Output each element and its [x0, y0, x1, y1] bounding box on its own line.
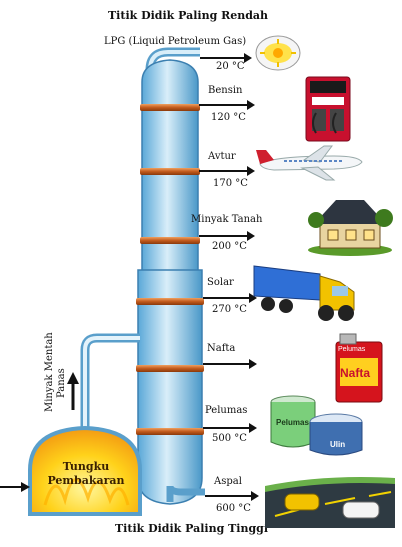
lower-column	[137, 269, 203, 505]
product-temp-bensin: 120 °C	[211, 112, 246, 123]
tin-right-text: Ulin	[330, 440, 346, 449]
hot-crude-label-line1: Minyak Mentah	[44, 332, 55, 412]
gas-flame-icon	[255, 35, 301, 71]
tin-left-text: Pelumas	[276, 418, 309, 427]
flange	[136, 298, 204, 305]
furnace	[28, 425, 142, 516]
product-temp-pelumas: 500 °C	[212, 433, 247, 444]
flange	[136, 365, 204, 372]
top-title: Titik Didik Paling Rendah	[108, 9, 269, 22]
output-arrow-pelumas	[203, 423, 257, 433]
output-arrow-avtur	[199, 166, 255, 176]
output-arrow-solar	[203, 293, 257, 303]
product-temp-avtur: 170 °C	[213, 178, 248, 189]
nafta-can-icon: Pelumas Nafta	[334, 332, 384, 404]
fuel-pump-icon	[305, 76, 351, 142]
nafta-can-top-text: Pelumas	[338, 346, 366, 353]
flange	[136, 428, 204, 435]
product-temp-solar: 270 °C	[212, 304, 247, 315]
product-label-pelumas: Pelumas	[205, 405, 248, 416]
airplane-icon	[256, 145, 363, 181]
hot-crude-label: Minyak Mentah Panas	[44, 332, 68, 412]
flange	[140, 168, 200, 175]
bottom-title: Titik Didik Paling Tinggi	[115, 522, 269, 535]
lubricant-tins-icon: Pelumas Ulin	[268, 394, 368, 460]
product-label-avtur: Avtur	[208, 151, 236, 162]
product-label-nafta: Nafta	[207, 343, 236, 354]
product-label-aspal: Aspal	[214, 476, 242, 487]
upper-column	[141, 59, 199, 273]
output-arrow-lpg	[200, 53, 252, 63]
nafta-can-main-text: Nafta	[340, 366, 371, 380]
product-temp-aspal: 600 °C	[216, 503, 251, 514]
product-label-solar: Solar	[207, 277, 234, 288]
output-arrow-bensin	[199, 100, 255, 110]
product-label-bensin: Bensin	[208, 85, 243, 96]
aspal-pipe	[166, 485, 205, 502]
truck-icon	[253, 265, 355, 321]
asphalt-road-icon	[265, 477, 395, 528]
product-label-lpg: LPG (Liquid Petroleum Gas)	[104, 36, 247, 47]
product-temp-minyak-tanah: 200 °C	[212, 241, 247, 252]
flange	[140, 237, 200, 244]
product-temp-lpg: 20 °C	[216, 61, 245, 72]
hot-crude-label-line2: Panas	[56, 368, 67, 398]
tray-flanges	[136, 104, 204, 435]
furnace-label: Tungku Pembakaran	[38, 460, 134, 488]
product-label-minyak-tanah: Minyak Tanah	[191, 214, 263, 225]
house-icon	[308, 200, 393, 256]
furnace-label-line2: Pembakaran	[47, 474, 125, 487]
output-arrow-minyak-tanah	[199, 231, 255, 241]
output-arrow-aspal	[205, 491, 259, 501]
furnace-label-line1: Tungku	[62, 460, 110, 473]
flange	[140, 104, 200, 111]
output-arrow-nafta	[203, 359, 257, 369]
